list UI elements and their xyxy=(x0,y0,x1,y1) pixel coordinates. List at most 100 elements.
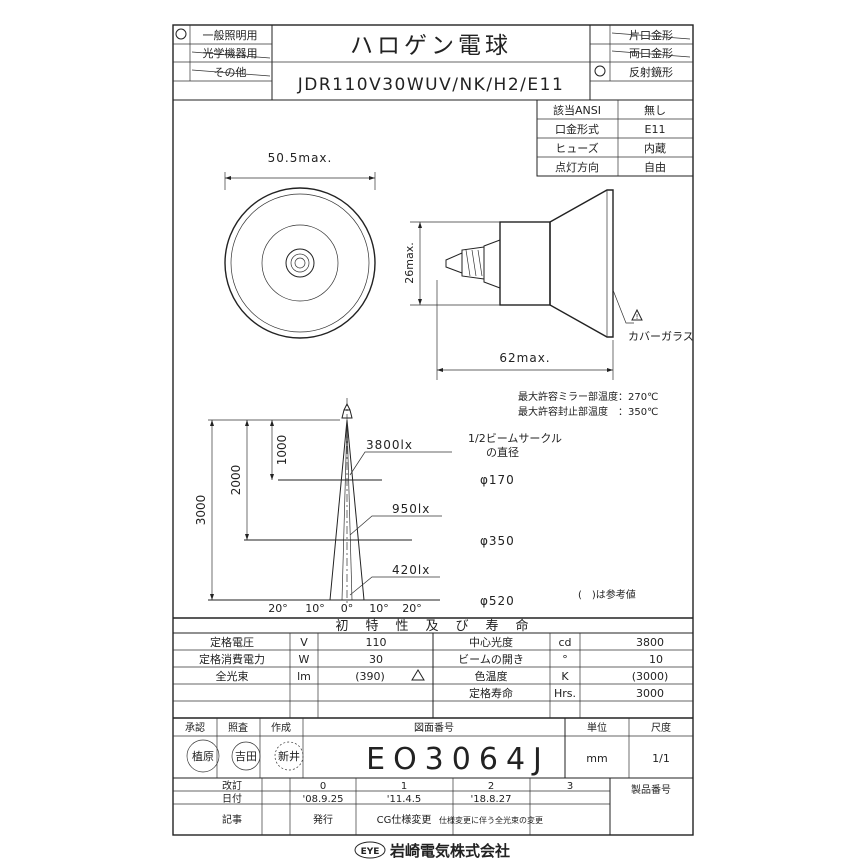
base-option-single: 片口金形 xyxy=(629,28,673,42)
length-dimension: 62max. xyxy=(499,351,550,365)
header-scale: 尺度 xyxy=(651,721,671,734)
approve-stamp-name: 植原 xyxy=(192,749,214,763)
cover-glass-label: カバーガラス xyxy=(628,330,694,343)
lux-2000: 950lx xyxy=(392,502,430,516)
spec-box: 該当ANSI 無し 口金形式 E11 ヒューズ 内蔵 点灯方向 自由 xyxy=(536,99,694,177)
beam-diagram: 1000 2000 3000 3800lx 950lx 420lx 1/2ビーム… xyxy=(194,398,636,615)
usage-selected-circle xyxy=(175,28,187,40)
date-0: '08.9.25 xyxy=(303,794,344,805)
usage-option-optical: 光学機器用 xyxy=(203,46,258,60)
char-left-label-1: 定格消費電力 xyxy=(199,652,265,666)
revision-block: 改訂 日付 記事 0 1 2 3 '08.9.25 '11.4.5 '18.8.… xyxy=(173,778,671,835)
char-right-label-0: 中心光度 xyxy=(469,635,513,649)
angle-right-10: 10° xyxy=(369,602,389,615)
rev-1: 1 xyxy=(401,781,407,792)
rev-0: 0 xyxy=(320,781,326,792)
char-right-label-1: ビームの開き xyxy=(458,653,524,666)
svg-text:!: ! xyxy=(636,313,639,321)
char-right-value-1: 10 xyxy=(649,653,663,666)
create-stamp xyxy=(274,741,304,771)
header-unit: 単位 xyxy=(587,721,607,734)
date-2: '18.8.27 xyxy=(471,794,512,805)
lamp-front-view: 50.5max. xyxy=(224,151,376,339)
char-left-label-0: 定格電圧 xyxy=(210,635,254,649)
header-check: 照査 xyxy=(228,721,248,734)
check-stamp xyxy=(231,741,261,771)
char-right-label-3: 定格寿命 xyxy=(469,686,513,700)
char-right-unit-2: K xyxy=(561,670,569,683)
model-number: JDR110V30WUV/NK/H2/E11 xyxy=(297,75,565,95)
diameter-3000: φ520 xyxy=(480,594,515,608)
sheet-frame xyxy=(172,24,694,836)
usage-option-general: 一般照明用 xyxy=(203,29,258,42)
note-1: CG仕様変更 xyxy=(377,813,432,826)
rev-label: 改訂 xyxy=(222,779,242,792)
temp-seal: 最大許容封止部温度 ：350℃ xyxy=(518,405,658,418)
characteristics-table: 初 特 性 及 び 寿 命 定格電圧 V 110 定格消費電力 W 30 全光束… xyxy=(173,617,693,719)
distance-3000: 3000 xyxy=(194,495,208,526)
spec-label-base: 口金形式 xyxy=(555,122,599,136)
base-option-reflector: 反射鏡形 xyxy=(629,65,673,79)
char-left-value-2: (390) xyxy=(355,670,385,683)
char-left-unit-0: V xyxy=(300,636,308,649)
date-1: '11.4.5 xyxy=(387,794,422,805)
diameter-dimension: 50.5max. xyxy=(268,151,333,165)
angle-center: 0° xyxy=(341,602,354,615)
check-stamp-name: 吉田 xyxy=(235,750,257,763)
char-left-value-0: 110 xyxy=(366,636,387,649)
company-footer: EYE 岩崎電気株式会社 xyxy=(354,841,510,860)
characteristics-title: 初 特 性 及 び 寿 命 xyxy=(335,618,530,634)
base-selected-circle xyxy=(594,65,606,77)
spec-value-ansi: 無し xyxy=(644,103,666,117)
char-left-unit-1: W xyxy=(299,653,310,666)
angle-left-20: 20° xyxy=(268,602,288,615)
angle-right-20: 20° xyxy=(402,602,422,615)
spec-value-base: E11 xyxy=(645,123,666,136)
char-left-label-2: 全光束 xyxy=(216,669,249,683)
product-title: ハロゲン電球 xyxy=(350,33,512,59)
spec-label-ansi: 該当ANSI xyxy=(553,103,601,117)
scale-value: 1/1 xyxy=(652,752,670,765)
unit-value: mm xyxy=(586,752,607,765)
approve-stamp xyxy=(186,739,220,773)
rev-2: 2 xyxy=(488,781,494,792)
product-number-label: 製品番号 xyxy=(631,783,671,796)
char-right-value-2: (3000) xyxy=(632,670,669,683)
spec-value-fuse: 内蔵 xyxy=(644,141,666,155)
distance-1000: 1000 xyxy=(275,435,289,466)
spec-label-fuse: ヒューズ xyxy=(555,141,598,155)
note-0: 発行 xyxy=(313,813,333,826)
beam-circle-title: 1/2ビームサークル xyxy=(468,432,562,445)
char-right-unit-3: Hrs. xyxy=(554,687,576,700)
approval-block: 承認 照査 作成 図面番号 単位 尺度 植原 吉田 新井 EO3064J mm … xyxy=(173,718,693,779)
reference-note: ( )は参考値 xyxy=(578,588,636,601)
char-left-unit-2: lm xyxy=(297,670,311,683)
eye-logo-text: EYE xyxy=(361,847,380,857)
eye-logo xyxy=(354,841,386,859)
char-right-unit-1: ° xyxy=(562,653,568,666)
header-block: 一般照明用 光学機器用 その他 ハロゲン電球 JDR110V30WUV/NK/H… xyxy=(173,25,693,101)
note-2: 仕様変更に伴う全光束の変更 xyxy=(439,815,543,825)
diameter-2000: φ350 xyxy=(480,534,515,548)
header-drawing-number: 図面番号 xyxy=(414,722,454,734)
char-right-label-2: 色温度 xyxy=(475,669,508,683)
lux-3000: 420lx xyxy=(392,563,430,577)
create-stamp-name: 新井 xyxy=(278,749,300,763)
char-right-unit-0: cd xyxy=(558,636,571,649)
rev-3: 3 xyxy=(567,781,573,792)
height-dimension: 26max. xyxy=(403,242,416,283)
spec-value-direction: 自由 xyxy=(644,160,666,174)
lux-1000: 3800lx xyxy=(366,438,413,452)
drawing-number: EO3064J xyxy=(366,742,550,777)
char-left-value-1: 30 xyxy=(369,653,383,666)
spec-label-direction: 点灯方向 xyxy=(555,160,599,174)
note-label: 記事 xyxy=(222,813,242,826)
date-label: 日付 xyxy=(222,792,242,805)
header-approve: 承認 xyxy=(185,721,205,734)
char-right-value-0: 3800 xyxy=(636,636,664,649)
lamp-side-view: 26max. 62max. ! カバーガラス xyxy=(403,189,694,380)
warning-triangle-icon xyxy=(411,669,425,681)
usage-option-other: その他 xyxy=(214,66,247,79)
angle-left-10: 10° xyxy=(305,602,325,615)
